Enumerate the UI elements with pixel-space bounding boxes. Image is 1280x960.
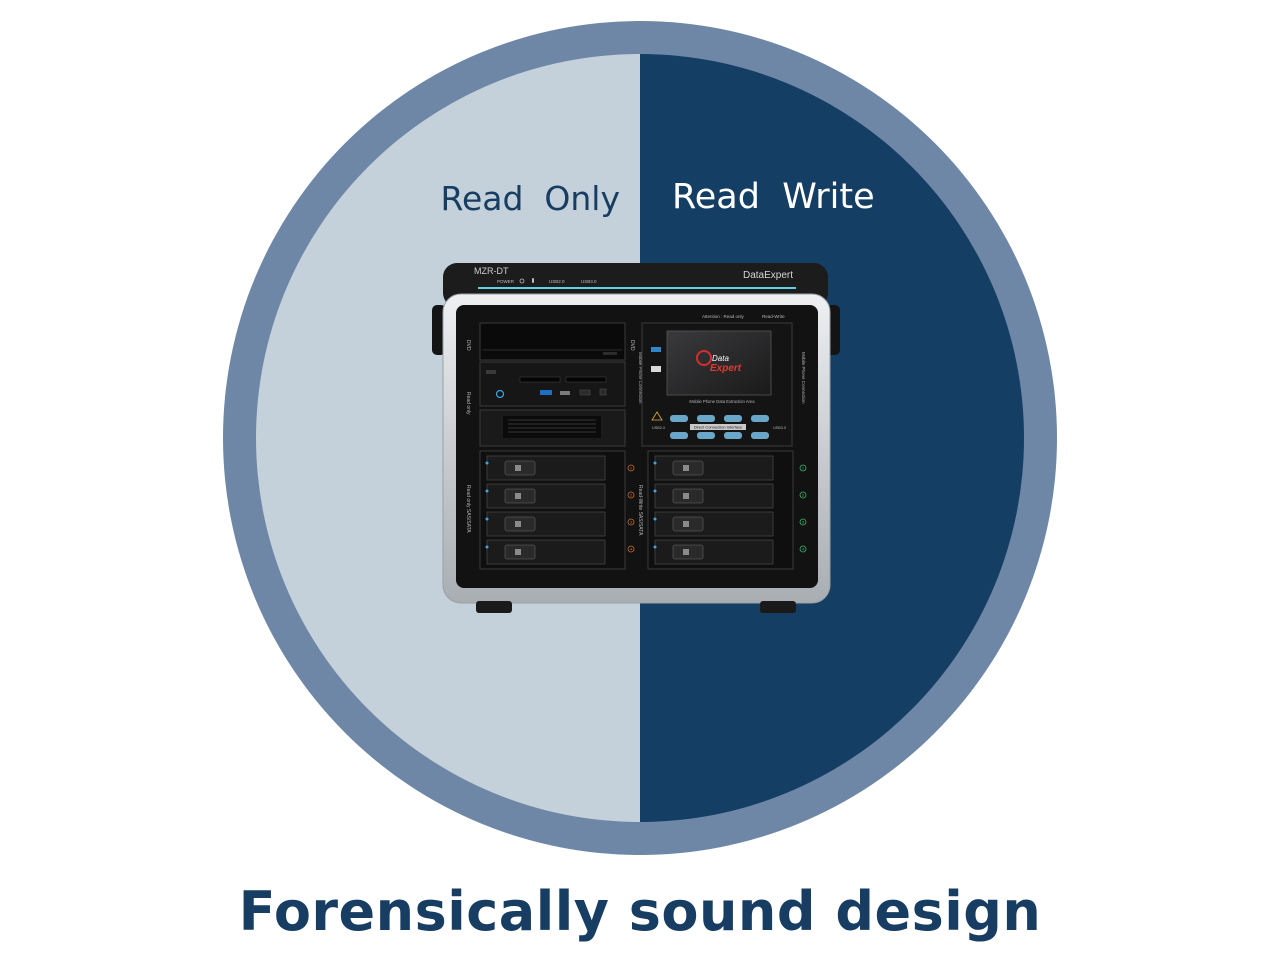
headphone-icon <box>519 278 525 284</box>
bay-number-left-3: 3 <box>630 520 633 525</box>
bay-number-right-2: 2 <box>802 493 805 498</box>
microphone-icon <box>532 278 534 283</box>
mobile-phone-right-label: Mobile Phone Connection <box>801 352 806 404</box>
bay-number-left-4: 4 <box>630 547 633 552</box>
left-drive-bays <box>479 450 626 570</box>
right-foot <box>760 601 796 613</box>
bay-number-right-3: 3 <box>802 520 805 525</box>
dvd-left-label: DVD <box>465 340 471 351</box>
bay-indicators-middle: 1 2 3 4 <box>627 464 635 553</box>
left-dvd-drive <box>479 322 626 361</box>
mobile-phone-left-label: Mobile Phone Connection <box>638 352 643 404</box>
screen-logo-top: Data <box>712 354 729 363</box>
power-label: POWER <box>497 279 515 284</box>
display-screen <box>666 330 772 396</box>
read-only-label: Read Only <box>441 179 621 218</box>
io-module <box>479 361 626 407</box>
usb20-top-label: USB2.0 <box>549 279 565 284</box>
model-label: MZR-DT <box>474 266 509 276</box>
bay-number-right-1: 1 <box>802 466 805 471</box>
read-write-device-label: Read-Write <box>762 314 785 319</box>
power-button-icon <box>495 389 505 399</box>
usb-right-label: USB3.0 <box>773 426 786 430</box>
interface-label-box <box>690 424 746 430</box>
bay-number-left-2: 2 <box>630 493 633 498</box>
right-drive-bays <box>647 450 794 570</box>
screen-logo-bottom: Expert <box>710 363 742 374</box>
dvd-right-label: DVD <box>629 340 635 351</box>
read-only-side-label: Read only <box>465 392 471 415</box>
read-only-sas-label: Read only SAS/SATA <box>465 485 471 533</box>
read-write-label: Read Write <box>672 177 875 217</box>
bay-number-right-4: 4 <box>802 547 805 552</box>
usb30-top-label: USB3.0 <box>581 279 597 284</box>
logo-mark <box>696 350 712 366</box>
attention-label: Attention : Read only <box>702 314 745 319</box>
warning-icon <box>651 411 663 421</box>
forensic-device: MZR-DT DataExpert POWER USB2.0 USB3.0 At… <box>432 263 840 613</box>
caption: Forensically sound design <box>238 880 1042 943</box>
interface-label: Direct Connection Interface <box>694 425 743 430</box>
connector-row-top <box>670 415 769 439</box>
usb-left-label: USB2.0 <box>652 426 665 430</box>
left-foot <box>476 601 512 613</box>
screen-caption: Mobile Phone Data Extraction Area <box>689 399 755 404</box>
read-write-sas-label: Read-Write SAS/SATA <box>637 485 643 536</box>
bay-indicators-right: 1 2 3 4 <box>799 464 807 553</box>
bay-number-left-1: 1 <box>630 466 633 471</box>
brand-label: DataExpert <box>743 270 793 281</box>
